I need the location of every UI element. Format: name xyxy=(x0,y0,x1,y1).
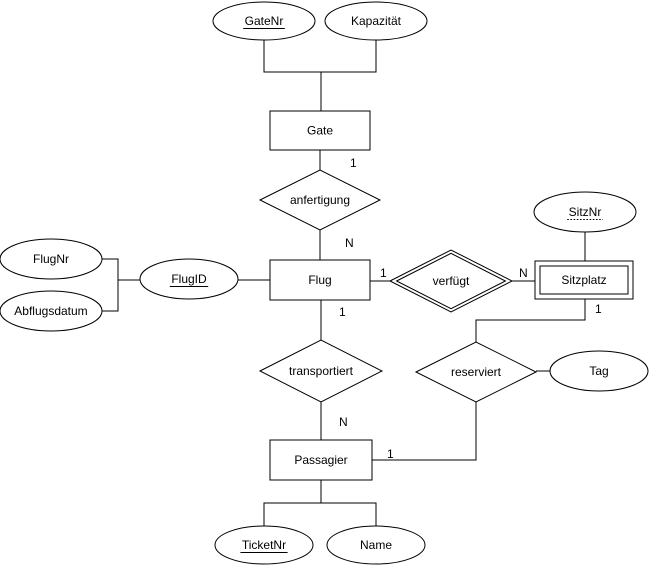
cardinality-verfuegt-sitzplatz-n: N xyxy=(519,266,528,280)
attribute-ellipse xyxy=(212,1,316,41)
cardinality-passagier-reserviert-1: 1 xyxy=(387,447,394,461)
relationship-diamond xyxy=(258,169,382,231)
attribute-name: Name xyxy=(326,525,426,565)
attribute-ellipse xyxy=(139,258,239,300)
entity-flug: Flug xyxy=(269,259,371,301)
cardinality-transportiert-passagier-n: N xyxy=(339,415,348,429)
connector-gate-attrs-bracket xyxy=(263,40,377,73)
relationship-diamond xyxy=(414,341,538,403)
connector-flug-attrs-bracket xyxy=(102,258,119,312)
cardinality-anfertigung-flug-n: N xyxy=(345,236,354,250)
relationship-anfertigung: anfertigung xyxy=(258,169,382,231)
cardinality-sitzplatz-reserviert-1: 1 xyxy=(595,302,602,316)
attribute-ellipse xyxy=(0,238,103,280)
connector-passagier-attrs-bracket xyxy=(263,502,377,526)
entity-label: Sitzplatz xyxy=(561,273,606,287)
entity-rect xyxy=(269,439,373,481)
attribute-ticketnr: TicketNr xyxy=(214,525,314,565)
connector-reserviert-passagier xyxy=(372,402,477,461)
attribute-ellipse xyxy=(533,191,637,233)
attribute-label: Tag xyxy=(589,364,608,378)
attribute-tag: Tag xyxy=(549,350,649,392)
cardinality-flug-verfuegt-1: 1 xyxy=(380,266,387,280)
attribute-ellipse xyxy=(214,525,314,565)
relationship-label: anfertigung xyxy=(290,193,350,207)
relationship-reserviert: reserviert xyxy=(414,341,538,403)
attribute-label: FlugID xyxy=(171,272,207,286)
entity-label: Gate xyxy=(307,124,333,138)
entity-passagier: Passagier xyxy=(269,439,373,481)
entity-sitzplatz: Sitzplatz xyxy=(534,260,634,300)
attribute-kapazitaet: Kapazität xyxy=(324,1,428,41)
attribute-label: FlugNr xyxy=(33,252,69,266)
cardinality-flug-transportiert-1: 1 xyxy=(339,305,346,319)
attribute-label: GateNr xyxy=(245,14,284,28)
entity-label: Flug xyxy=(308,273,331,287)
attribute-label: Name xyxy=(360,538,392,552)
attribute-gatenr: GateNr xyxy=(212,1,316,41)
entity-gate: Gate xyxy=(269,110,371,151)
connector-sitzplatz-reserviert xyxy=(475,299,586,342)
relationship-diamond xyxy=(258,339,384,403)
attribute-ellipse xyxy=(324,1,428,41)
relationship-label: verfügt xyxy=(433,274,470,288)
attribute-flugnr: FlugNr xyxy=(0,238,103,280)
attribute-ellipse xyxy=(549,350,649,392)
attribute-label: SitzNr xyxy=(569,205,602,219)
relationship-label: reserviert xyxy=(451,365,502,379)
entity-rect xyxy=(269,110,371,151)
entity-rect xyxy=(269,259,371,301)
entity-inner-rect xyxy=(539,265,629,295)
attribute-label: Abflugsdatum xyxy=(14,304,87,318)
relationship-verfuegt: verfügt xyxy=(388,249,514,313)
relationship-transportiert: transportiert xyxy=(258,339,384,403)
attribute-abflugsdatum: Abflugsdatum xyxy=(0,290,103,332)
attribute-label: TicketNr xyxy=(242,538,286,552)
entity-label: Passagier xyxy=(294,453,347,467)
attribute-label: Kapazität xyxy=(351,14,402,28)
attribute-ellipse xyxy=(0,290,103,332)
attribute-flugid: FlugID xyxy=(139,258,239,300)
attribute-sitznr: SitzNr xyxy=(533,191,637,233)
relationship-label: transportiert xyxy=(289,364,354,378)
cardinality-gate-anfertigung-1: 1 xyxy=(350,156,357,170)
relationship-inner-diamond xyxy=(395,252,507,310)
attribute-ellipse xyxy=(326,525,426,565)
